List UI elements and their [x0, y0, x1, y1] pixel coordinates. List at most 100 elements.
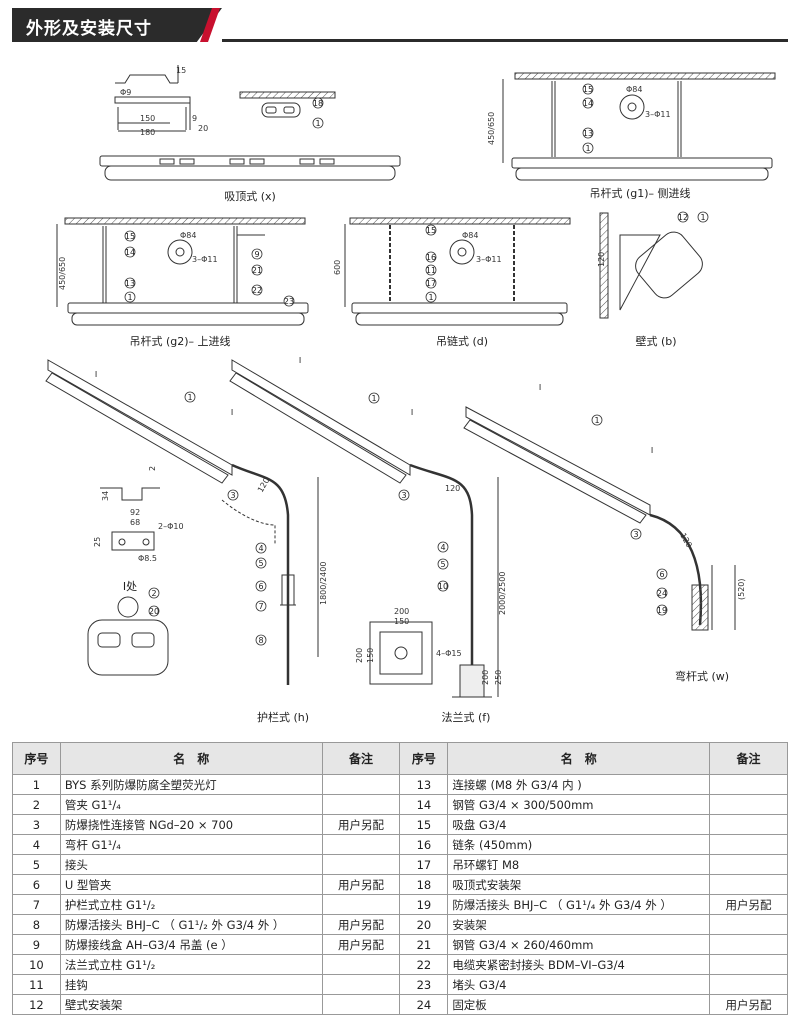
table-cell-note2	[709, 834, 788, 855]
table-cell-name1: 护栏式立柱 G1¹/₂	[59, 894, 323, 915]
table-cell-no2: 14	[399, 794, 449, 815]
callout-I: Ⅰ	[95, 370, 97, 379]
callout-1: 1	[315, 119, 320, 128]
figure-chain-d	[344, 217, 571, 326]
callout-18: 18	[313, 99, 323, 108]
table-cell-name1: 壁式安装架	[59, 994, 323, 1015]
dim-w-120: 120	[678, 532, 693, 550]
callout-14: 14	[125, 248, 135, 257]
table-cell-name2: 链条 (450mm)	[447, 834, 711, 855]
dim-g1-phi: Φ84	[626, 85, 642, 94]
table-cell-name2: 防爆活接头 BHJ–C （ G1¹/₄ 外 G3/4 外 ）	[447, 894, 711, 915]
dim-d-height: 600	[333, 260, 342, 275]
dim-d-phi: Φ84	[462, 231, 478, 240]
callout-10: 10	[438, 582, 448, 591]
table-cell-note1: 用户另配	[321, 874, 401, 895]
dim-h-92: 92	[130, 508, 140, 517]
dim-h-phi85: Φ8.5	[138, 554, 157, 563]
dim-x-15: 15	[176, 66, 186, 75]
callout-I: Ⅰ	[539, 383, 541, 392]
table-cell-name1: 管夹 G1¹/₄	[59, 794, 323, 815]
table-cell-name1: 法兰式立柱 G1¹/₂	[59, 954, 323, 975]
table-cell-note2	[709, 814, 788, 835]
callout-4: 4	[258, 544, 263, 553]
callout-7: 7	[258, 602, 263, 611]
callout-13: 13	[125, 279, 135, 288]
table-cell-name2: 固定板	[447, 994, 711, 1015]
table-cell-no1: 11	[12, 974, 61, 995]
dim-w-520: (520)	[737, 578, 746, 600]
dim-g2-height: 450/650	[58, 257, 67, 290]
col-no-left: 序号	[12, 742, 61, 775]
callout-22: 22	[252, 286, 262, 295]
table-cell-no2: 18	[399, 874, 449, 895]
callout-1: 1	[594, 416, 599, 425]
callout-15: 15	[426, 226, 436, 235]
table-cell-name2: 吊环螺钉 M8	[447, 854, 711, 875]
table-cell-no1: 5	[12, 854, 61, 875]
table-cell-note1	[321, 854, 401, 875]
dim-f-200a: 200	[394, 607, 409, 616]
table-cell-note2	[709, 934, 788, 955]
table-cell-name2: 钢管 G3/4 × 300/500mm	[447, 794, 711, 815]
section-title: 外形及安装尺寸	[26, 19, 152, 39]
table-cell-name2: 吸盘 G3/4	[447, 814, 711, 835]
caption-b: 壁式 (b)	[635, 334, 676, 348]
table-cell-no1: 4	[12, 834, 61, 855]
dim-x-phi9: Φ9	[120, 88, 131, 97]
table-cell-no2: 20	[399, 914, 449, 935]
callout-14: 14	[583, 99, 593, 108]
table-cell-note1: 用户另配	[321, 914, 401, 935]
callout-1: 1	[127, 293, 132, 302]
table-cell-name2: 电缆夹紧密封接头 BDM–VI–G3/4	[447, 954, 711, 975]
table-cell-name2: 吸顶式安装架	[447, 874, 711, 895]
dim-x-9: 9	[192, 114, 197, 123]
table-cell-note2	[709, 794, 788, 815]
table-cell-name1: 防爆接线盒 AH–G3/4 吊盖 (e ）	[59, 934, 323, 955]
dim-f-200c: 200	[481, 670, 490, 685]
table-cell-no1: 8	[12, 914, 61, 935]
table-cell-note2	[709, 874, 788, 895]
callout-15: 15	[583, 85, 593, 94]
callout-13: 13	[583, 129, 593, 138]
caption-f: 法兰式 (f)	[442, 710, 491, 724]
table-cell-note1: 用户另配	[321, 814, 401, 835]
table-cell-name1: 防爆活接头 BHJ–C （ G1¹/₂ 外 G3/4 外 ）	[59, 914, 323, 935]
caption-detail: Ⅰ处	[123, 580, 137, 593]
table-cell-no1: 12	[12, 994, 61, 1015]
dim-h-68: 68	[130, 518, 140, 527]
table-cell-no2: 16	[399, 834, 449, 855]
dim-h-2phi10: 2–Φ10	[158, 522, 184, 531]
dim-h-2: 2	[148, 466, 157, 471]
table-cell-name2: 钢管 G3/4 × 260/460mm	[447, 934, 711, 955]
dim-f-250: 250	[494, 670, 503, 685]
callout-11: 11	[426, 266, 436, 275]
callout-20: 20	[149, 607, 159, 616]
table-cell-note2: 用户另配	[709, 994, 788, 1015]
table-cell-note2	[709, 954, 788, 975]
callout-17: 17	[426, 279, 436, 288]
dim-f-holes: 4–Φ15	[436, 649, 462, 658]
table-cell-no2: 23	[399, 974, 449, 995]
table-cell-note2	[709, 914, 788, 935]
callout-3: 3	[633, 530, 638, 539]
col-name-left: 名 称	[59, 742, 323, 775]
dim-g2-phi: Φ84	[180, 231, 196, 240]
table-cell-no1: 2	[12, 794, 61, 815]
table-cell-note1	[321, 894, 401, 915]
table-cell-no1: 10	[12, 954, 61, 975]
callout-I: Ⅰ	[231, 408, 233, 417]
callout-5: 5	[258, 559, 263, 568]
callout-I: Ⅰ	[651, 446, 653, 455]
table-cell-note2: 用户另配	[709, 894, 788, 915]
col-name-right: 名 称	[447, 742, 711, 775]
header-bar	[12, 8, 222, 42]
callout-21: 21	[252, 266, 262, 275]
